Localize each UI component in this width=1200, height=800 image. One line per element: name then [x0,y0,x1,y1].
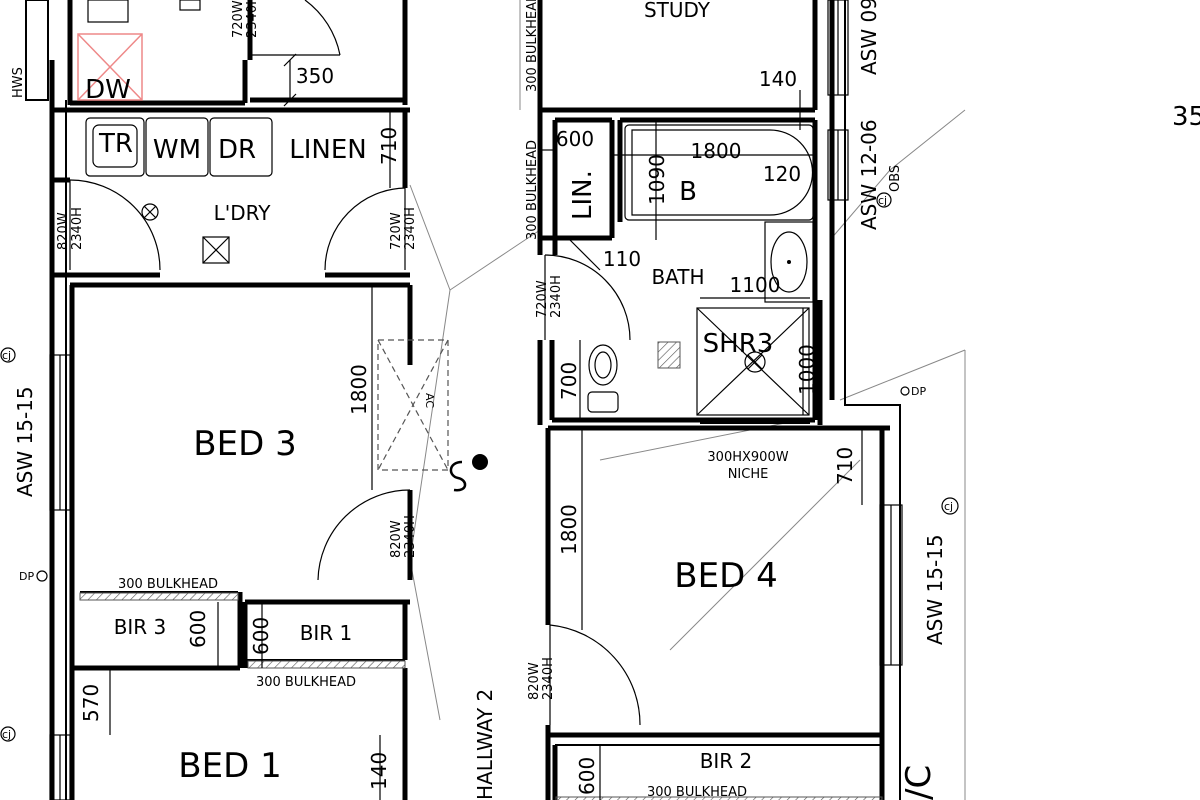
markers [0,192,959,742]
cj-label-bottom-left: cj [2,728,11,741]
windows [49,0,903,800]
dim-1800-bath: 1800 [691,139,742,163]
dim-600-bir3: 600 [186,610,210,648]
door-laundry-left-height: 2340H [70,207,85,250]
ac-label: AC [423,393,436,408]
door-bath-width: 720W [535,280,550,318]
room-label-lin: LIN. [568,170,598,220]
room-label-bed3: BED 3 [193,424,296,464]
window-label-asw1515-right: ASW 15-15 [923,534,947,645]
trough-label: TR [98,129,133,159]
washing-machine-label: WM [153,135,201,165]
air-conditioner-icon [377,339,449,471]
floor-waste-icon [141,203,159,221]
room-label-bir2: BIR 2 [700,749,753,773]
door-bed4-height: 2340H [541,657,556,700]
dim-120: 120 [763,162,801,186]
door-bath-height: 2340H [549,275,564,318]
doors [69,0,641,726]
edge-number-fragment: 35 [1172,102,1200,132]
door-laundry-right-width: 720W [389,212,404,250]
dp-label-left: DP [19,570,34,583]
cj-label-right: cj [944,500,953,513]
bulkhead-label-lin: 300 BULKHEAD [525,140,540,240]
niche-size-label: 300HX900W [707,450,788,465]
dim-140-top: 140 [759,67,797,91]
dim-570: 570 [79,684,103,722]
dim-600-bir1: 600 [249,617,273,655]
dim-110: 110 [603,247,641,271]
room-label-bed1: BED 1 [178,746,281,786]
bathtub-label: B [679,177,697,207]
cj-label-left: cj [2,349,11,362]
window-label-asw1206: ASW 12-06 [857,119,881,230]
room-label-bir1: BIR 1 [300,621,353,645]
dim-1800-bed4: 1800 [557,504,581,555]
dim-140-bottom: 140 [367,752,391,790]
door-top-width: 720W [231,0,246,38]
dim-700: 700 [557,362,581,400]
dishwasher [77,33,143,101]
bulkhead-label-study: 300 BULKHEAD [525,0,540,92]
walls [25,0,901,800]
room-label-bed4: BED 4 [674,556,777,596]
window-label-asw09: ASW 09 [857,0,881,75]
room-label-study: STUDY [644,0,711,22]
door-top-height: 2340H [245,0,260,38]
dim-1800-bed3: 1800 [347,364,371,415]
niche-label: NICHE [728,467,769,482]
dimension-lines [109,53,863,800]
dp-label-right: DP [911,385,926,398]
dim-710-bed4: 710 [833,447,857,485]
dim-1090: 1090 [645,154,669,205]
door-bed4-width: 820W [527,662,542,700]
basin-icon [764,221,814,303]
room-label-hallway: HALLWAY 2 [473,689,497,800]
construction-lines [409,0,966,800]
dim-1000: 1000 [795,344,819,395]
dim-1100: 1100 [730,273,781,297]
bulkhead-label-bir2: 300 BULKHEAD [647,785,747,800]
cj-label-obs: cj [878,194,887,207]
edge-corner-fragment: /C [899,765,939,800]
fixtures [77,0,814,492]
door-laundry-left-width: 820W [56,212,71,250]
dim-350: 350 [296,64,334,88]
smoke-detector-icon [449,454,488,492]
dim-710-linen: 710 [377,127,401,165]
toilet-icon [587,344,619,413]
dim-600-bir2: 600 [575,757,599,795]
shower [696,307,810,416]
door-bed3-width: 820W [389,520,404,558]
door-laundry-right-height: 2340H [403,207,418,250]
dryer-label: DR [218,135,256,165]
bulkhead-label-bir1: 300 BULKHEAD [256,675,356,690]
bulkhead-label-bir3: 300 BULKHEAD [118,577,218,592]
shower-label: SHR3 [703,329,774,359]
exhaust-fan-icon [202,236,230,264]
window-label-asw1515-left: ASW 15-15 [13,386,37,497]
room-label-bath: BATH [651,265,704,289]
hws-label: HWS [11,67,26,98]
door-bed3-height: 2340H [403,515,418,558]
room-label-bir3: BIR 3 [114,615,167,639]
bulkheads [79,592,883,800]
room-label-linen: LINEN [289,135,366,165]
dim-600-lin: 600 [556,127,594,151]
dishwasher-label: DW [85,75,131,105]
obs-label: OBS [888,165,903,192]
room-label-laundry: L'DRY [214,201,272,225]
bathtub [624,124,814,221]
